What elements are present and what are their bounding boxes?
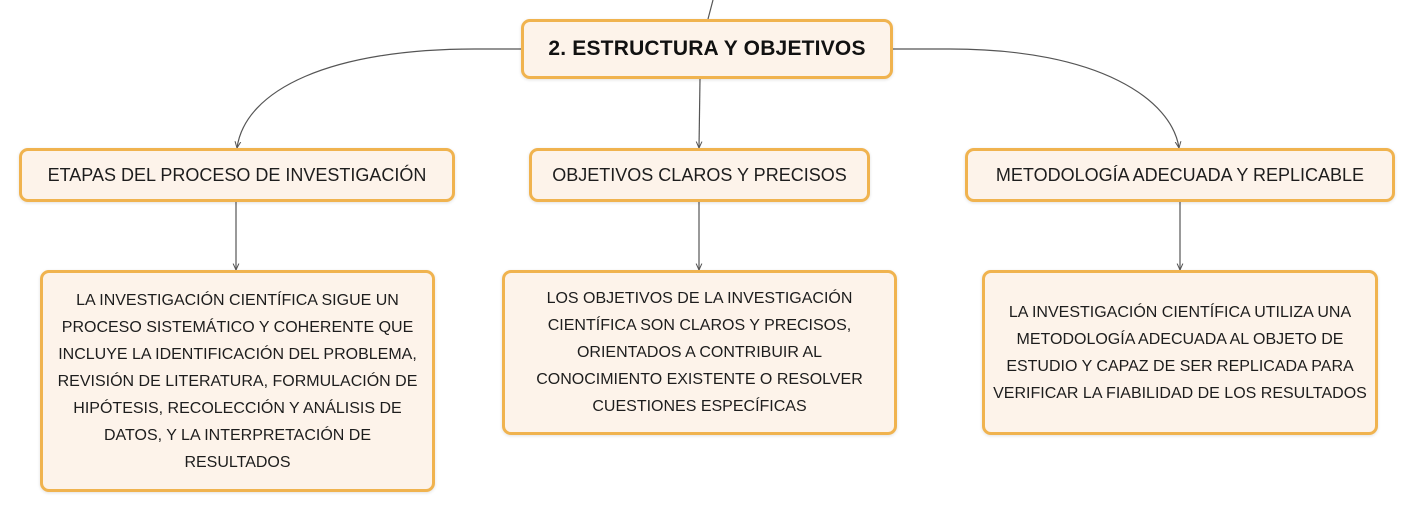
topic-etapas-label: ETAPAS DEL PROCESO DE INVESTIGACIÓN <box>47 164 427 185</box>
detail-objetivos[interactable]: LOS OBJETIVOS DE LA INVESTIGACIÓN CIENTÍ… <box>502 270 897 435</box>
topic-objetivos-label: OBJETIVOS CLAROS Y PRECISOS <box>552 164 847 185</box>
connector-central-right <box>893 48 1179 148</box>
detail-metodologia-text: LA INVESTIGACIÓN CIENTÍFICA UTILIZA UNA … <box>993 303 1367 402</box>
detail-etapas-text: LA INVESTIGACIÓN CIENTÍFICA SIGUE UN PRO… <box>57 291 418 471</box>
topic-objetivos[interactable]: OBJETIVOS CLAROS Y PRECISOS <box>529 148 870 202</box>
detail-metodologia[interactable]: LA INVESTIGACIÓN CIENTÍFICA UTILIZA UNA … <box>982 270 1378 435</box>
connector-central-left <box>237 48 522 148</box>
topic-etapas[interactable]: ETAPAS DEL PROCESO DE INVESTIGACIÓN <box>19 148 455 202</box>
topic-metodologia-label: METODOLOGÍA ADECUADA Y REPLICABLE <box>995 164 1365 185</box>
topic-metodologia[interactable]: METODOLOGÍA ADECUADA Y REPLICABLE <box>965 148 1395 202</box>
detail-etapas[interactable]: LA INVESTIGACIÓN CIENTÍFICA SIGUE UN PRO… <box>40 270 435 492</box>
connector-central-middle <box>699 78 700 148</box>
central-topic-label: 2. ESTRUCTURA Y OBJETIVOS <box>548 37 866 60</box>
connector-incoming <box>707 0 714 20</box>
detail-objetivos-text: LOS OBJETIVOS DE LA INVESTIGACIÓN CIENTÍ… <box>536 290 863 415</box>
central-topic[interactable]: 2. ESTRUCTURA Y OBJETIVOS <box>521 19 893 79</box>
